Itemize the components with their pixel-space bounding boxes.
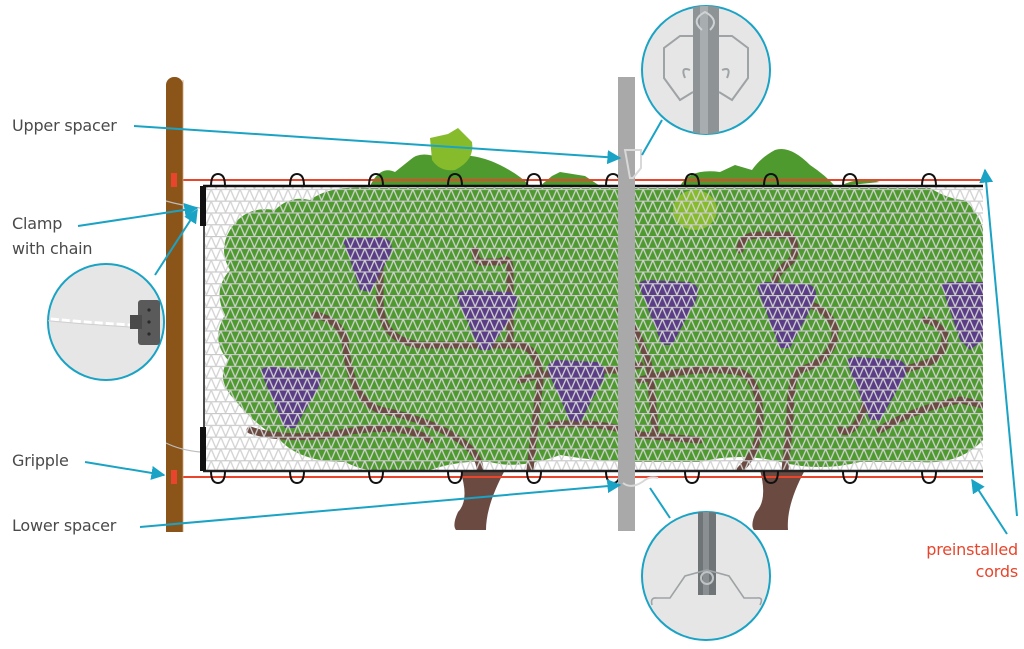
callout-lower-spacer xyxy=(139,479,622,528)
cord-loop xyxy=(763,172,779,187)
callout-clamp xyxy=(77,202,199,227)
cord-loop xyxy=(526,470,542,485)
label-lower-spacer: Lower spacer xyxy=(12,516,117,535)
callout-upper-spacer xyxy=(133,125,622,165)
cord-loop xyxy=(368,172,384,187)
callout-gripple xyxy=(84,461,166,480)
cord-loop xyxy=(921,172,937,187)
upper-spacer-detail-magnifier xyxy=(641,5,771,135)
cord-loop xyxy=(921,470,937,485)
label-gripple: Gripple xyxy=(12,451,69,470)
callout-upper-spacer-detail xyxy=(641,119,663,156)
callout-lines xyxy=(77,119,1018,535)
wooden-end-post xyxy=(166,77,184,532)
label-cords-line1: preinstalled xyxy=(926,540,1018,559)
cord-loop xyxy=(289,172,305,187)
callout-cord-lower xyxy=(971,478,1008,535)
cord-loop xyxy=(842,172,858,187)
cord-loop xyxy=(684,470,700,485)
chain-lower xyxy=(165,442,201,453)
cord-loop xyxy=(447,172,463,187)
gripple-upper xyxy=(171,173,177,187)
cord-loop xyxy=(210,172,226,187)
cord-loop xyxy=(684,172,700,187)
net-frame xyxy=(200,184,983,473)
gripple-lower xyxy=(171,470,177,484)
clamp-detail-magnifier xyxy=(47,263,165,381)
cord-loops-top xyxy=(210,172,937,187)
vine-trunks xyxy=(454,470,805,530)
metal-line-post xyxy=(618,77,659,531)
label-clamp-line2: with chain xyxy=(12,239,93,258)
callout-lower-spacer-detail xyxy=(649,487,671,519)
callout-cord-upper xyxy=(979,168,1018,517)
callout-clamp-detail xyxy=(154,208,198,276)
lower-spacer-detail-magnifier xyxy=(641,511,771,641)
cord-loop xyxy=(526,172,542,187)
cord-loop xyxy=(763,470,779,485)
net-contents xyxy=(205,186,983,471)
cord-loop xyxy=(842,470,858,485)
label-cords-line2: cords xyxy=(975,562,1019,581)
cord-loop xyxy=(447,470,463,485)
cord-loop xyxy=(210,470,226,485)
cord-loop xyxy=(368,470,384,485)
cord-loop xyxy=(289,470,305,485)
label-clamp-line1: Clamp xyxy=(12,214,63,233)
cord-loops-bottom xyxy=(210,470,937,485)
label-upper-spacer: Upper spacer xyxy=(12,116,117,135)
foliage-top xyxy=(370,128,880,186)
